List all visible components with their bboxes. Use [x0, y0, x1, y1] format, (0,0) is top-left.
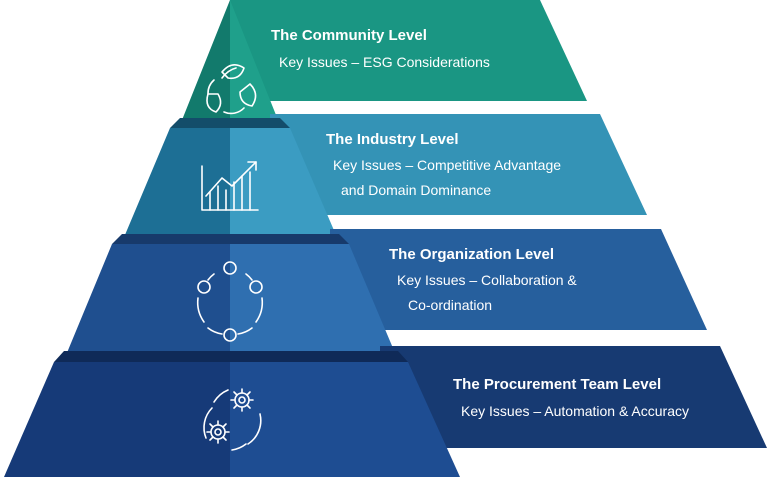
procurement-key-issues: Key Issues – Automation & Accuracy: [461, 403, 690, 419]
industry-title: The Industry Level: [326, 131, 459, 148]
team-circle-icon: [196, 261, 264, 342]
organization-face-left: [64, 244, 230, 360]
growth-chart-icon: [201, 161, 259, 211]
procurement-top-shadow: [54, 351, 408, 362]
procurement-face-right: [230, 362, 460, 477]
industry-top-shadow: [170, 118, 290, 128]
industry-banner: [270, 114, 647, 215]
industry-face-right: [230, 128, 339, 242]
organization-title: The Organization Level: [389, 246, 555, 263]
level-community: [180, 0, 587, 125]
organization-key-issues-line2: Co-ordination: [408, 297, 493, 313]
procurement-title: The Procurement Team Level: [453, 376, 662, 393]
industry-key-issues-line2: and Domain Dominance: [341, 182, 492, 198]
community-key-issues: Key Issues – ESG Considerations: [279, 54, 490, 70]
community-face-right: [230, 0, 280, 125]
industry-key-issues-line1: Key Issues – Competitive Advantage: [333, 157, 562, 173]
organization-top-shadow: [112, 234, 349, 244]
procurement-banner: [380, 346, 767, 448]
level-organization: [64, 229, 707, 360]
community-banner: [230, 0, 587, 101]
recycle-leaves-icon: [206, 64, 257, 115]
community-face-left: [180, 0, 230, 125]
gears-cycle-icon: [203, 388, 262, 451]
level-industry: [122, 114, 647, 242]
organization-key-issues-line1: Key Issues – Collaboration &: [397, 272, 577, 288]
community-title: The Community Level: [271, 27, 427, 44]
organization-face-right: [230, 244, 398, 360]
industry-face-left: [122, 128, 230, 242]
level-procurement: [4, 346, 767, 477]
procurement-face-left: [4, 362, 230, 477]
organization-banner: [330, 229, 707, 330]
